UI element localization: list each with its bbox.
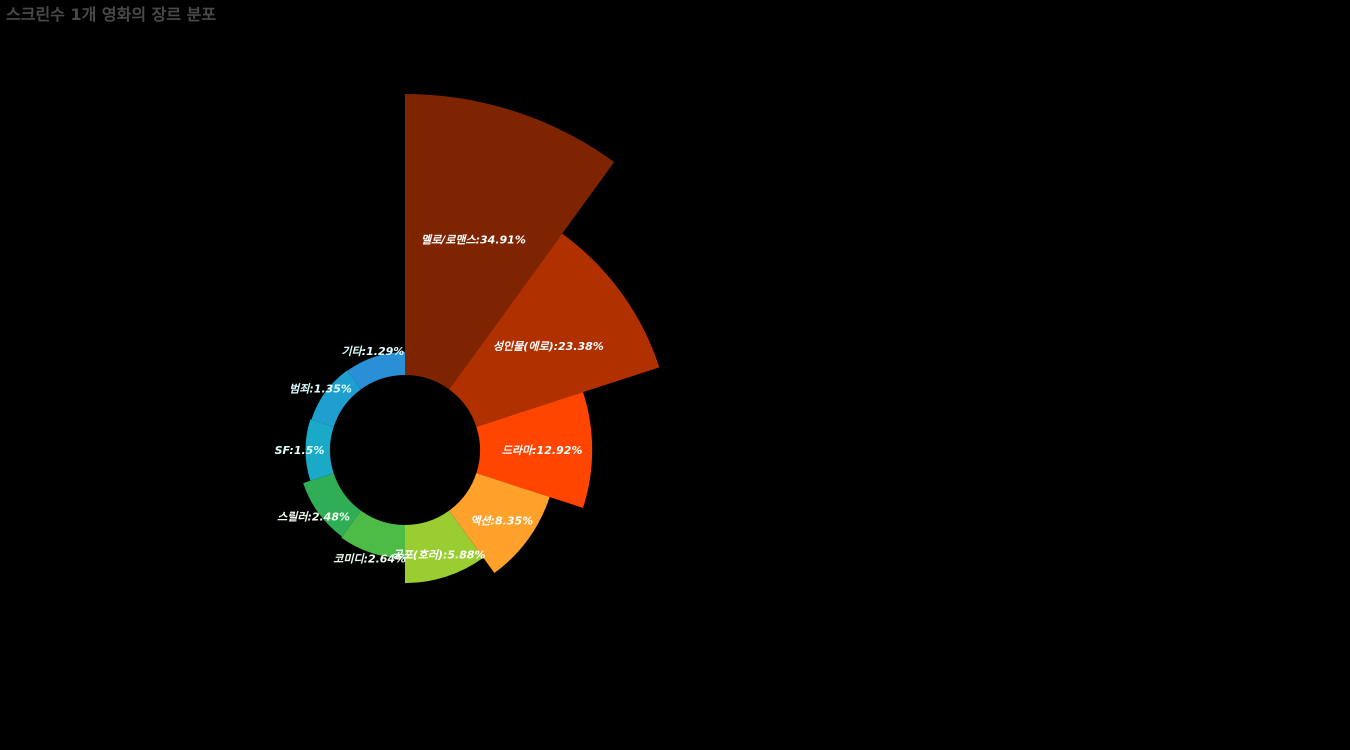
slice-label-1: 멜로/로맨스:34.91% xyxy=(421,233,526,246)
slice-label-3: 드라마:12.92% xyxy=(502,444,583,457)
slice-label-10: 기타:1.29% xyxy=(341,345,404,358)
rose-slice-6[interactable] xyxy=(341,510,405,559)
chart-title: 스크린수 1개 영화의 장르 분포 xyxy=(6,5,217,24)
labels-layer: 멜로/로맨스:34.91% 성인물(에로):23.38% 드라마:12.92% 액션:… xyxy=(275,233,604,565)
slice-label-4: 액션:8.35% xyxy=(470,514,533,527)
rose-slice-10[interactable] xyxy=(347,352,405,390)
slices-layer xyxy=(303,94,660,584)
slice-label-6: 코미디:2.64% xyxy=(333,553,406,566)
rose-slice-2[interactable] xyxy=(449,233,660,427)
slice-label-8: SF:1.5% xyxy=(275,444,325,457)
rose-slice-3[interactable] xyxy=(476,392,593,508)
slice-label-5: 공포(호러):5.88% xyxy=(392,549,485,562)
slice-label-9: 범죄:1.35% xyxy=(289,383,352,396)
rose-slice-4[interactable] xyxy=(449,473,550,574)
slice-label-7: 스릴러:2.48% xyxy=(277,510,350,523)
slice-label-2: 성인물(에로):23.38% xyxy=(493,340,604,353)
rose-slice-1[interactable] xyxy=(405,94,615,390)
rose-slice-5[interactable] xyxy=(405,510,484,584)
rose-slice-8[interactable] xyxy=(305,419,334,481)
rose-slice-9[interactable] xyxy=(311,370,361,427)
rose-slice-7[interactable] xyxy=(303,473,361,537)
